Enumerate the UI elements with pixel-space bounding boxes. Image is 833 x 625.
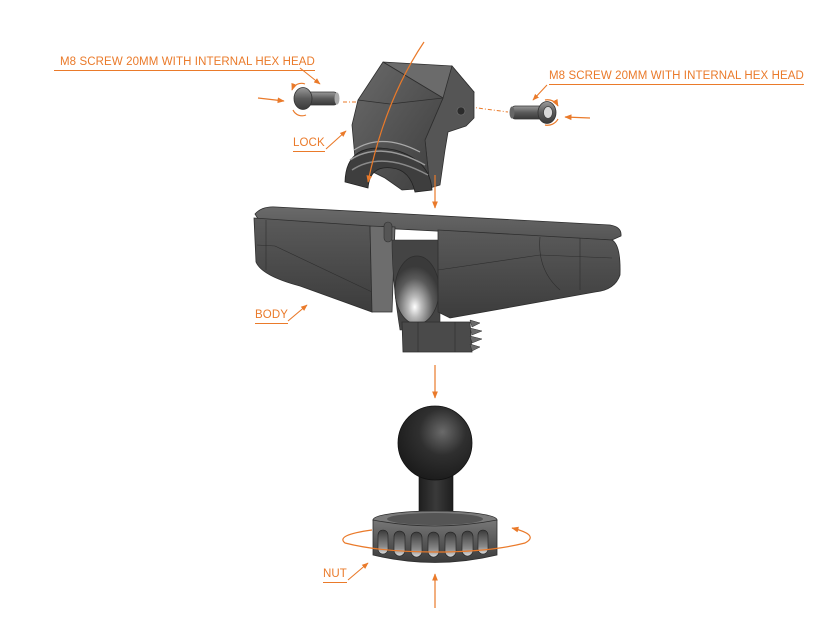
left-screw-rotation-arrow (291, 82, 307, 117)
body-leader (287, 304, 308, 322)
left-screw (293, 87, 340, 110)
body-label: BODY (255, 309, 288, 324)
right-screw-leader (532, 84, 548, 101)
right-screw-rotation-arrow (544, 98, 559, 126)
ball-stud (397, 405, 473, 521)
body-part (253, 206, 622, 353)
lock-leader (325, 130, 347, 150)
right-screw (509, 101, 557, 124)
nut-part (372, 510, 498, 563)
nut-label: NUT (323, 568, 347, 583)
right-screw-label: M8 SCREW 20MM WITH INTERNAL HEX HEAD (549, 70, 804, 85)
nut-leader (347, 562, 369, 581)
lock-rotation-arrow (366, 41, 425, 183)
left-screw-insert-arrow (257, 97, 285, 104)
right-screw-insert-arrow (564, 114, 591, 121)
nut-rotation-arrow (342, 526, 531, 553)
lock-label: LOCK (293, 137, 325, 152)
lock-part (344, 61, 475, 193)
left-screw-label: M8 SCREW 20MM WITH INTERNAL HEX HEAD (54, 56, 315, 71)
right-screw-axis-line (469, 106, 509, 113)
